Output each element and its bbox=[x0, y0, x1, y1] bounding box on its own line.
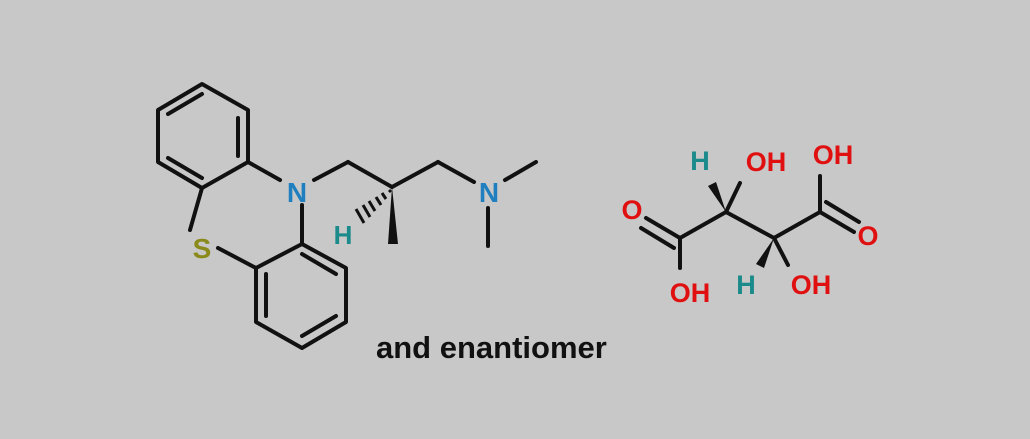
right-carbonyl-oxygen-label: O bbox=[857, 221, 878, 251]
ring-nitrogen-label: N bbox=[287, 177, 307, 208]
side-chain-bonds bbox=[312, 160, 538, 248]
top-hydrogen-label: H bbox=[690, 146, 710, 176]
left-carbonyl-oxygen-label: O bbox=[621, 195, 642, 225]
upper-benzene-ring bbox=[156, 82, 250, 190]
bottom-hydrogen-wedge bbox=[756, 238, 774, 268]
left-acid-hydroxyl-label: OH bbox=[670, 278, 711, 308]
hydrogen-hash-bond bbox=[354, 188, 393, 224]
phenothiazine-molecule: N S H N bbox=[156, 82, 538, 350]
sulfur-label: S bbox=[193, 233, 212, 264]
top-hydrogen-wedge bbox=[708, 182, 726, 212]
lower-benzene-ring bbox=[254, 242, 348, 350]
enantiomer-caption: and enantiomer bbox=[376, 330, 607, 365]
top-hydroxyl-label: OH bbox=[746, 147, 787, 177]
carbonyl-double-bonds bbox=[639, 200, 861, 250]
thiazine-ring-bonds bbox=[188, 160, 304, 270]
tartaric-backbone-bonds bbox=[678, 174, 822, 270]
methyl-wedge-bond bbox=[388, 187, 398, 244]
lower-ring-double-bonds bbox=[264, 252, 338, 338]
bottom-hydroxyl-label: OH bbox=[791, 270, 832, 300]
tartaric-acid-molecule: H OH OH O O OH H OH bbox=[621, 140, 878, 308]
bottom-hydrogen-label: H bbox=[736, 270, 756, 300]
amine-nitrogen-label: N bbox=[479, 177, 499, 208]
right-acid-hydroxyl-label: OH bbox=[813, 140, 854, 170]
stereo-hydrogen-label: H bbox=[334, 220, 353, 250]
upper-ring-double-bonds bbox=[166, 92, 240, 180]
